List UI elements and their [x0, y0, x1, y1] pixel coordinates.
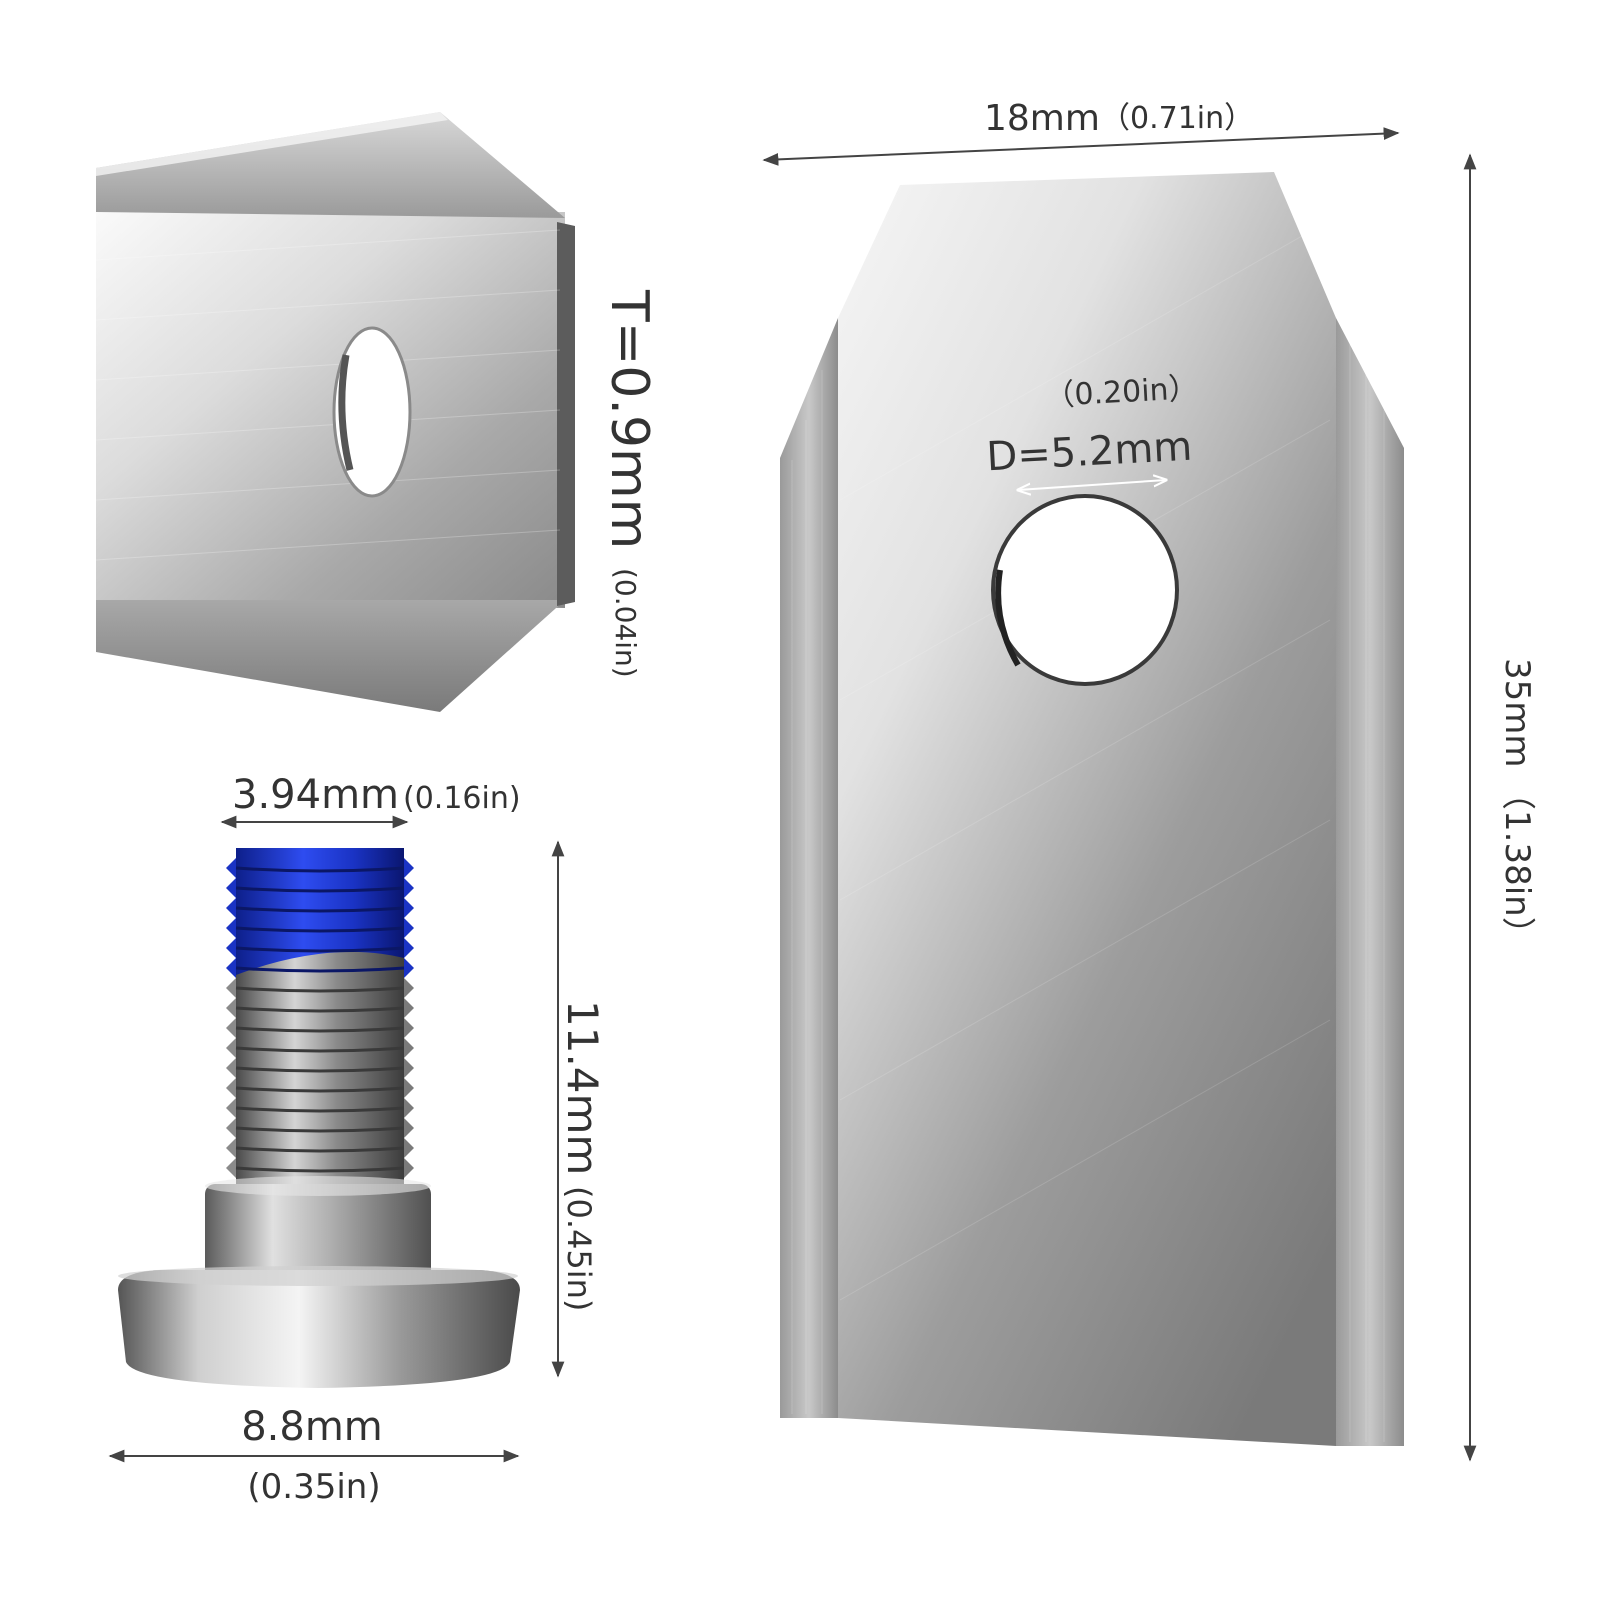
thread-tooth-right [404, 1098, 414, 1118]
large-blade-face [838, 172, 1336, 1446]
small-blade-face [96, 212, 565, 608]
thread-tooth-right [404, 958, 414, 978]
screw-head [118, 1270, 520, 1388]
blade-height-dimension: 35mm （1.38in） [1463, 153, 1537, 1462]
small-blade-perspective-view [95, 112, 575, 712]
blade-width-dimension: 18mm （0.71in） [762, 98, 1400, 166]
thread-tooth-left [226, 898, 236, 918]
screw-length-value: 11.4mm [558, 1000, 607, 1175]
thread-groove [235, 946, 405, 953]
screw-thread-width-dimension: 3.94mm (0.16in) [220, 772, 521, 829]
head-width-value: 8.8mm [241, 1404, 383, 1450]
thread-groove [235, 1146, 405, 1153]
thread-groove [235, 1086, 405, 1093]
thickness-inch: (0.04in) [609, 568, 642, 678]
thread-tooth-left [226, 858, 236, 878]
thread-tooth-right [404, 1078, 414, 1098]
thread-tooth-left [226, 1038, 236, 1058]
thread-tooth-left [226, 1098, 236, 1118]
thickness-label: T=0.9mm (0.04in) [599, 289, 659, 678]
thread-tooth-right [404, 938, 414, 958]
head-width-inch: (0.35in) [247, 1467, 380, 1507]
thread-groove [235, 1026, 405, 1033]
thread-tooth-left [226, 878, 236, 898]
thread-groove [235, 926, 405, 933]
small-blade-top-bevel [96, 112, 565, 218]
thread-groove [235, 1046, 405, 1053]
large-blade-left-bevel [780, 318, 838, 1418]
thread-tooth-left [226, 938, 236, 958]
thread-tooth-left [226, 958, 236, 978]
thread-tooth-left [226, 978, 236, 998]
hole-diameter-arrow [1018, 480, 1166, 490]
blade-height-value: 35mm [1497, 658, 1537, 768]
blade-height-inch: （1.38in） [1497, 776, 1537, 951]
blade-width-inch: （0.71in） [1100, 101, 1254, 136]
thread-tooth-right [404, 898, 414, 918]
thread-groove [235, 1166, 405, 1173]
thread-groove [235, 1126, 405, 1133]
thread-tooth-left [226, 918, 236, 938]
thread-groove [235, 886, 405, 893]
thread-tooth-right [404, 1158, 414, 1178]
thread-groove [235, 1106, 405, 1113]
thread-width-value: 3.94mm [232, 772, 399, 818]
thread-tooth-right [404, 1138, 414, 1158]
large-blade-hole [991, 494, 1179, 686]
small-blade-bottom-bevel [96, 600, 565, 712]
thread-tooth-right [404, 978, 414, 998]
hole-diameter-value: D=5.2mm [985, 424, 1193, 481]
thread-tooth-right [404, 1058, 414, 1078]
screw-length-inch: (0.45in) [560, 1186, 598, 1311]
thread-tooth-right [404, 1118, 414, 1138]
thread-tooth-left [226, 1118, 236, 1138]
thread-groove [235, 1006, 405, 1013]
hole-diameter-dimension: （0.20in） D=5.2mm [985, 371, 1199, 490]
thread-groove [235, 906, 405, 913]
screw-collar [205, 1184, 431, 1280]
screw-head-width-dimension: 8.8mm (0.35in) [108, 1404, 520, 1507]
screw-length-dimension: 11.4mm (0.45in) [551, 840, 607, 1378]
thread-groove [235, 1066, 405, 1073]
thread-tooth-right [404, 1018, 414, 1038]
thread-tooth-left [226, 1078, 236, 1098]
blade-width-value: 18mm [984, 98, 1100, 139]
thread-tooth-left [226, 1018, 236, 1038]
thread-tooth-left [226, 1058, 236, 1078]
thickness-value: T=0.9mm [599, 289, 659, 549]
small-blade-thickness-edge [557, 222, 575, 606]
small-blade-hole [332, 326, 412, 498]
thread-width-inch: (0.16in) [403, 781, 521, 816]
screw-thread-ridges [226, 858, 414, 1178]
thread-tooth-left [226, 998, 236, 1018]
large-blade-front-view [780, 172, 1404, 1446]
thread-tooth-right [404, 858, 414, 878]
blade-width-arrow [762, 127, 1400, 166]
thread-tooth-right [404, 918, 414, 938]
thread-tooth-right [404, 998, 414, 1018]
thread-tooth-right [404, 1038, 414, 1058]
thread-tooth-left [226, 1138, 236, 1158]
thread-groove [235, 966, 405, 973]
thread-groove [235, 866, 405, 873]
large-blade-right-bevel [1336, 318, 1404, 1446]
hole-diameter-inch: （0.20in） [1044, 371, 1200, 414]
thread-tooth-left [226, 1158, 236, 1178]
screw [118, 848, 520, 1388]
thread-tooth-right [404, 878, 414, 898]
thread-groove [235, 986, 405, 993]
